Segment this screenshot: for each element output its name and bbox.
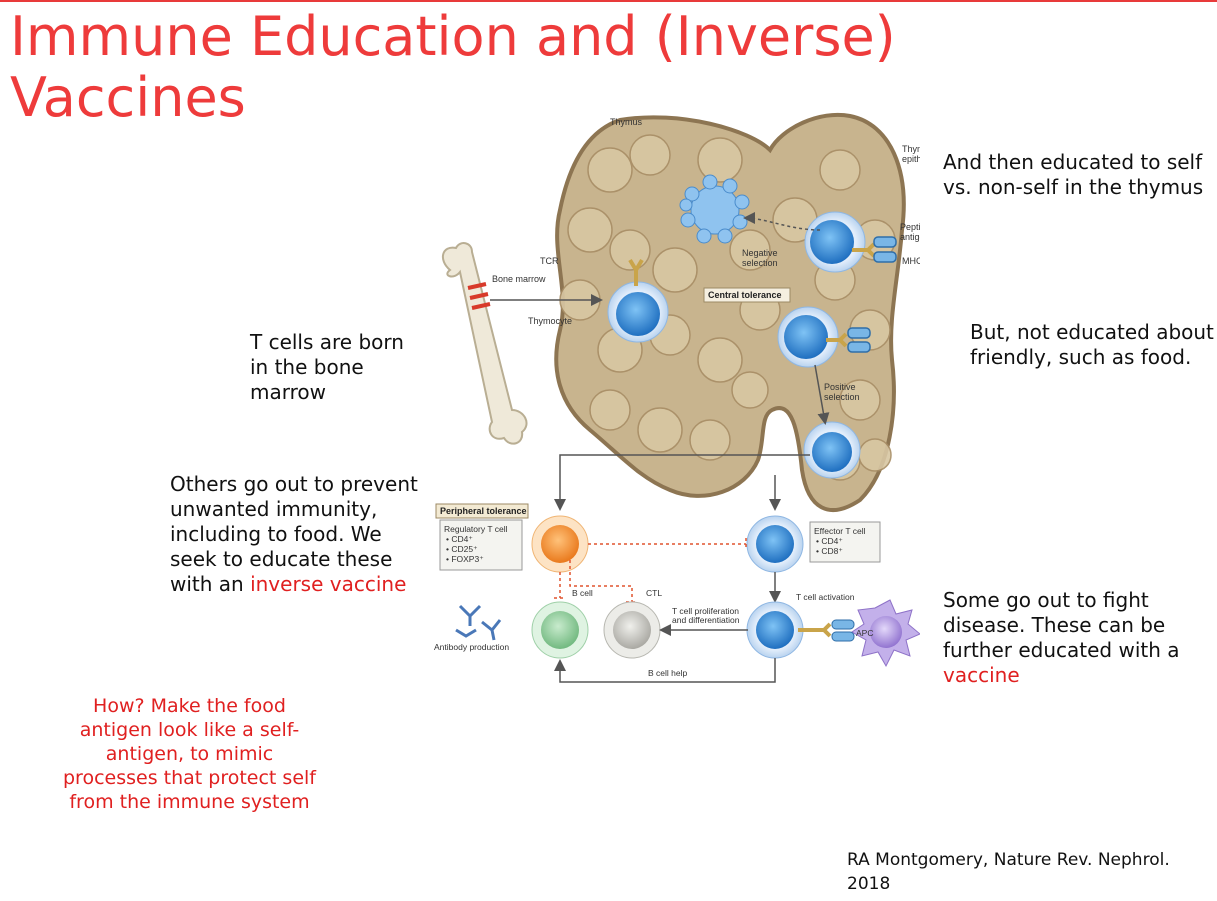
- label-bone-marrow: Bone marrow: [492, 274, 546, 284]
- antibody-icon: [455, 604, 502, 641]
- label-peptide-1: Peptide: [900, 222, 920, 232]
- label-treg-title: Regulatory T cell: [444, 524, 508, 534]
- suppression-line: [588, 538, 747, 550]
- label-thymic-epithelial-1: Thymic: [902, 144, 920, 154]
- apoptotic-cell: [679, 174, 750, 244]
- thymocyte-upper-right: [804, 211, 866, 273]
- label-effector-cd4: • CD4⁺: [816, 536, 843, 546]
- label-proliferation-1: T cell proliferation: [672, 606, 739, 616]
- ctl-cell: [603, 601, 661, 659]
- label-central-tolerance: Central tolerance: [708, 290, 782, 300]
- label-effector-cd8: • CD8⁺: [816, 546, 843, 556]
- label-tcr: TCR: [540, 256, 559, 266]
- label-b-cell: B cell: [572, 588, 593, 598]
- regulatory-t-cell: [531, 515, 589, 573]
- note-not-educated-food: But, not educated about friendly, such a…: [970, 320, 1214, 369]
- label-thymus: Thymus: [610, 117, 643, 127]
- mhc-icon: [847, 236, 897, 353]
- label-thymic-epithelial-2: epithelial cell: [902, 154, 920, 164]
- note-inverse-vaccine: inverse vaccine: [250, 572, 407, 596]
- note-vaccine: vaccine: [943, 663, 1020, 687]
- label-thymocyte: Thymocyte: [528, 316, 572, 326]
- arrow-b-cell-help: [554, 658, 776, 683]
- tolerance-diagram: Thymus Thymic epithelial cell Peptide an…: [434, 112, 920, 683]
- effector-markers-box: [809, 521, 881, 563]
- note-some-text: Some go out to fight disease. These can …: [943, 588, 1180, 662]
- arrow-negative-selection: [743, 212, 821, 231]
- label-peripheral-tolerance: Peripheral tolerance: [440, 506, 527, 516]
- effector-t-cell: [746, 515, 804, 573]
- tcr-receptor-icon: [628, 242, 876, 348]
- label-treg-foxp3: • FOXP3⁺: [446, 554, 484, 564]
- apc-cell: [851, 599, 920, 668]
- arrow-positive-selection: [814, 364, 830, 425]
- title-line-2: Vaccines: [10, 66, 246, 129]
- central-tolerance-box: [703, 287, 791, 303]
- branch-left: [554, 454, 810, 511]
- note-others-text: Others go out to prevent unwanted immuni…: [170, 472, 418, 596]
- label-b-cell-help: B cell help: [648, 668, 687, 678]
- label-positive-1: Positive: [824, 382, 856, 392]
- label-effector-title: Effector T cell: [814, 526, 866, 536]
- note-educated-thymus: And then educated to self vs. non-self i…: [943, 150, 1204, 199]
- note-how: How? Make the food antigen look like a s…: [63, 695, 316, 813]
- label-positive-2: selection: [824, 392, 860, 402]
- citation: RA Montgomery, Nature Rev. Nephrol. 2018: [847, 850, 1170, 894]
- label-mhc: MHC: [902, 256, 920, 266]
- label-antibody-production: Antibody production: [434, 642, 509, 652]
- peripheral-tolerance-box: [435, 503, 529, 519]
- label-t-cell-activation: T cell activation: [796, 592, 855, 602]
- thymocyte-middle: [777, 306, 839, 368]
- note-born-bone-marrow: T cells are born in the bone marrow: [250, 330, 404, 404]
- label-negative-2: selection: [742, 258, 778, 268]
- label-peptide-2: antigen: [900, 232, 920, 242]
- title-line-1: Immune Education and (Inverse): [10, 5, 896, 68]
- label-proliferation-2: and differentiation: [672, 615, 740, 625]
- activated-t-cell: [746, 601, 804, 659]
- suppression-down: [554, 560, 638, 603]
- label-treg-cd4: • CD4⁺: [446, 534, 473, 544]
- bone-icon: [441, 242, 528, 445]
- note-others-tolerance: Others go out to prevent unwanted immuni…: [170, 472, 420, 597]
- slide-title: Immune Education and (Inverse) Vaccines: [10, 6, 1110, 128]
- label-treg-cd25: • CD25⁺: [446, 544, 478, 554]
- label-ctl: CTL: [646, 588, 662, 598]
- thymocyte-left: [607, 281, 669, 343]
- thymocyte-exit: [803, 421, 861, 479]
- label-apc: APC: [856, 628, 873, 638]
- tcr-mhc-synapse-icon: [798, 619, 855, 642]
- top-rule: [0, 0, 1217, 2]
- label-negative-1: Negative: [742, 248, 778, 258]
- treg-markers-box: [439, 519, 523, 571]
- b-cell: [531, 601, 589, 659]
- note-some-fight-disease: Some go out to fight disease. These can …: [943, 588, 1213, 688]
